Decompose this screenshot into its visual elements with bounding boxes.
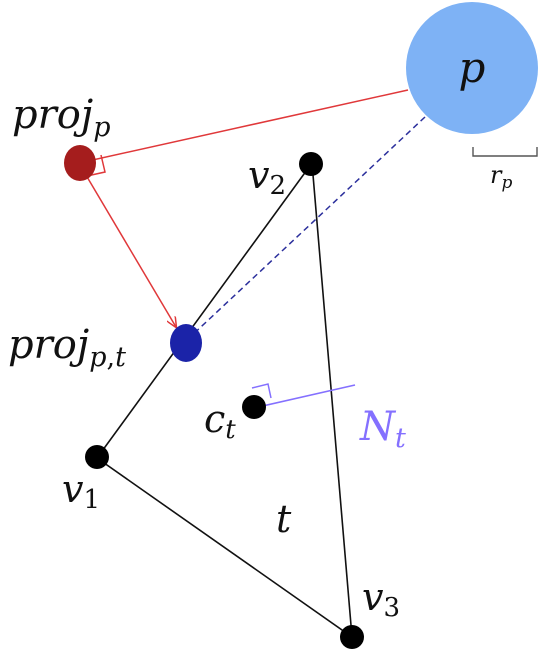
label-proj-pt-sub-b: t xyxy=(115,342,126,373)
label-proj-p-sub: p xyxy=(93,112,110,143)
right-angle-mark-proj-p xyxy=(86,154,106,177)
label-proj-pt: projp,t xyxy=(8,322,126,373)
centroid-ct xyxy=(242,395,266,419)
label-v3-sub: 3 xyxy=(383,593,400,623)
label-v1-base: v xyxy=(62,467,84,511)
normal-line xyxy=(253,384,356,409)
label-t-text: t xyxy=(276,497,292,541)
sphere-p xyxy=(406,2,538,134)
right-angle-mark-ct xyxy=(251,383,272,399)
label-p-text: p xyxy=(459,43,486,92)
label-t: t xyxy=(276,497,292,541)
projection-line-p xyxy=(78,89,409,164)
label-rp: rp xyxy=(490,161,512,193)
vertex-v1 xyxy=(85,445,109,469)
label-rp-base: r xyxy=(490,161,503,189)
dashed-line-sphere-to-proj-pt xyxy=(186,116,426,341)
label-p: p xyxy=(459,43,486,92)
label-ct-sub: t xyxy=(225,415,236,445)
label-ct-base: c xyxy=(204,397,225,441)
edge-v2-v3 xyxy=(311,162,353,638)
label-proj-pt-sub-a: p xyxy=(89,342,106,373)
arrow-proj-p-to-proj-pt xyxy=(79,164,176,327)
vertex-v3 xyxy=(340,625,364,649)
label-nt-sub: t xyxy=(395,423,406,454)
label-v2: v2 xyxy=(248,153,286,201)
edge-v1-v2 xyxy=(96,162,313,459)
label-proj-p: projp xyxy=(12,92,111,143)
label-v3: v3 xyxy=(362,575,400,623)
label-proj-pt-sub-comma: , xyxy=(107,342,116,373)
proj-pt-point xyxy=(170,324,202,362)
label-nt: Nt xyxy=(359,404,406,454)
vertex-v2 xyxy=(299,152,323,176)
triangle-edges xyxy=(96,162,353,638)
label-v3-base: v xyxy=(362,575,384,619)
label-v2-sub: 2 xyxy=(269,171,286,201)
label-v2-base: v xyxy=(248,153,270,197)
label-proj-p-base: proj xyxy=(12,92,93,138)
label-proj-pt-base: proj xyxy=(8,322,89,368)
label-rp-sub: p xyxy=(501,173,512,193)
label-nt-base: N xyxy=(359,404,397,450)
label-ct: ct xyxy=(204,397,236,445)
label-v1: v1 xyxy=(62,467,100,515)
proj-p-point xyxy=(64,145,96,181)
label-v1-sub: 1 xyxy=(83,485,100,515)
radius-bracket xyxy=(472,147,538,157)
edge-v3-v1 xyxy=(96,457,353,638)
